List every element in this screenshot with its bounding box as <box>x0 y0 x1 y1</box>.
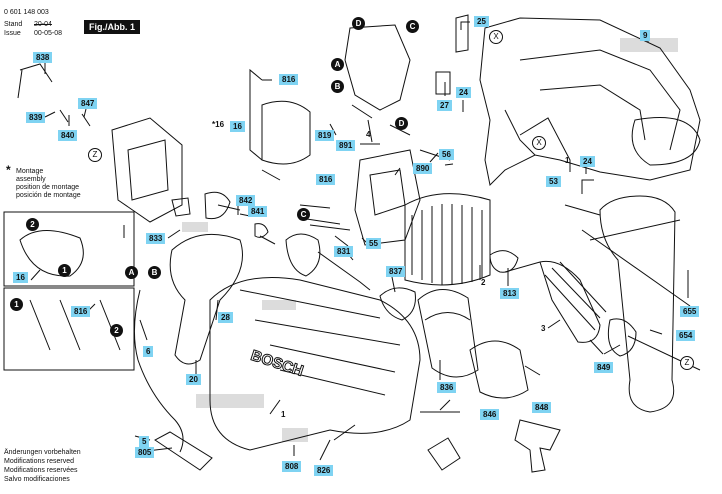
marker-step-2-inset2: 2 <box>110 324 123 337</box>
marker-c-top: C <box>406 20 419 33</box>
stand-label: Stand <box>4 21 23 28</box>
assembly-note-line2: assembly <box>16 176 46 183</box>
part-label-838: 838 <box>33 52 53 63</box>
ref-z-left: Z <box>88 148 102 162</box>
part-label-837: 837 <box>386 266 406 277</box>
part-label-1-lower: 1 <box>281 410 286 419</box>
part-label-16: 16 <box>230 121 245 132</box>
marker-d-top: D <box>352 17 365 30</box>
part-label-841: 841 <box>248 206 268 217</box>
part-number: 0 601 148 003 <box>4 9 49 16</box>
assembly-note-line4: posición de montage <box>16 192 81 199</box>
figure-label: Fig./Abb. 1 <box>84 20 140 34</box>
part-label-848: 848 <box>532 402 552 413</box>
marker-c-mid: C <box>297 208 310 221</box>
part-label-891: 891 <box>336 140 356 151</box>
hatch-bar-28 <box>262 300 296 310</box>
part-label-808: 808 <box>282 461 302 472</box>
footer-line-en: Modifications reserved <box>4 458 75 465</box>
footer-notice: Änderungen vorbehalten Modifications res… <box>4 448 81 484</box>
hatch-bar-20 <box>196 394 264 408</box>
part-label-27: 27 <box>437 100 452 111</box>
part-label-816-mid: 816 <box>316 174 336 185</box>
part-label-24-lower: 24 <box>580 156 595 167</box>
part-label-816-inset: 816 <box>71 306 91 317</box>
hatch-bar-808 <box>282 428 308 442</box>
marker-step-1-inset1: 1 <box>58 264 71 277</box>
hatch-bar-833 <box>182 222 208 232</box>
assembly-note-line1: Montage <box>16 168 44 175</box>
assembly-note-star: * <box>6 163 11 177</box>
part-label-56: 56 <box>439 149 454 160</box>
part-label-1-upper: 1 <box>565 156 570 165</box>
ref-x-mid: X <box>532 136 546 150</box>
part-label-3: 3 <box>541 324 546 333</box>
marker-d-mid: D <box>395 117 408 130</box>
part-label-847: 847 <box>78 98 98 109</box>
part-label-655: 655 <box>680 306 700 317</box>
part-label-839: 839 <box>26 112 46 123</box>
part-label-813: 813 <box>500 288 520 299</box>
marker-a-cable: A <box>125 266 138 279</box>
footer-line-fr: Modifications reservées <box>4 467 78 474</box>
marker-step-2-inset1: 2 <box>26 218 39 231</box>
marker-step-1-inset2: 1 <box>10 298 23 311</box>
part-label-846: 846 <box>480 409 500 420</box>
issue-value: 00-05-08 <box>34 30 63 37</box>
part-label-805: 805 <box>135 447 155 458</box>
part-label-16-inset: 16 <box>13 272 28 283</box>
part-label-826: 826 <box>314 465 334 476</box>
part-label-833: 833 <box>146 233 166 244</box>
part-label-816-top: 816 <box>279 74 299 85</box>
ref-z-right: Z <box>680 356 694 370</box>
hatch-bar-9 <box>620 38 678 52</box>
part-label-890: 890 <box>413 163 433 174</box>
part-label-849: 849 <box>594 362 614 373</box>
part-label-2: 2 <box>481 278 486 287</box>
part-label-24-upper: 24 <box>456 87 471 98</box>
part-label-836: 836 <box>437 382 457 393</box>
part-label-654: 654 <box>676 330 696 341</box>
part-label-6: 6 <box>143 346 154 357</box>
part-label-20: 20 <box>186 374 201 385</box>
assembly-note-star16: *16 <box>212 120 225 129</box>
part-label-25: 25 <box>474 16 489 27</box>
part-label-4: 4 <box>366 130 371 139</box>
part-label-842: 842 <box>236 195 256 206</box>
ref-x-top: X <box>489 30 503 44</box>
part-label-831: 831 <box>334 246 354 257</box>
part-label-819: 819 <box>315 130 335 141</box>
footer-line-es: Salvo modificaciones <box>4 476 70 483</box>
part-label-840: 840 <box>58 130 78 141</box>
stand-value: 20-04 <box>34 21 52 28</box>
marker-b-cable: B <box>148 266 161 279</box>
part-label-5: 5 <box>139 436 150 447</box>
part-label-9: 9 <box>640 30 651 41</box>
marker-a-top: A <box>331 58 344 71</box>
part-label-55: 55 <box>366 238 381 249</box>
issue-label: Issue <box>4 30 21 37</box>
assembly-note-line3: position de montage <box>16 184 80 191</box>
marker-b-top: B <box>331 80 344 93</box>
footer-line-de: Änderungen vorbehalten <box>4 449 81 456</box>
part-label-53: 53 <box>546 176 561 187</box>
part-label-28: 28 <box>218 312 233 323</box>
